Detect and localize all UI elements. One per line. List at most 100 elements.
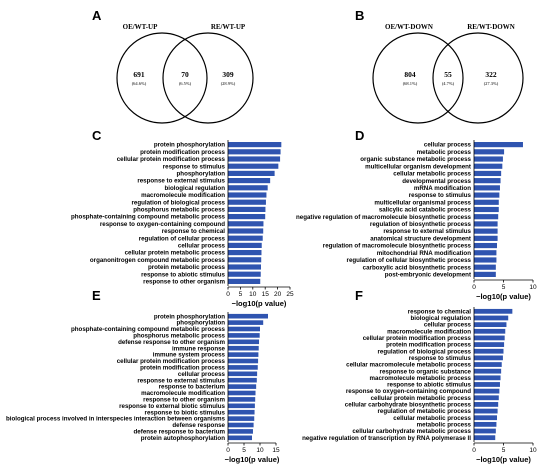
category-label: post-embryonic development [385, 271, 471, 278]
venn-b-overlap-pct: (4.7%) [442, 81, 455, 86]
bar [474, 368, 502, 374]
bar [228, 397, 256, 402]
category-label: immune response [172, 345, 226, 352]
bar [228, 365, 258, 370]
x-tick-label: 10 [256, 447, 264, 454]
category-label: cellular protein metabolic process [125, 250, 226, 257]
category-label: protein modification process [140, 365, 225, 372]
bar [474, 348, 504, 354]
bar [474, 192, 500, 198]
bar [228, 192, 267, 198]
category-label: cellular process [424, 322, 472, 329]
bar [228, 422, 254, 428]
bar [228, 257, 262, 263]
bar [228, 156, 281, 162]
panel-label-e: E [92, 288, 101, 303]
bar [474, 355, 503, 361]
bar [228, 170, 275, 176]
bar [474, 149, 505, 155]
x-tick-label: 10 [529, 447, 537, 454]
category-label: cellular process [178, 371, 226, 378]
venn-b-right-title: RE/WT-DOWN [467, 23, 515, 31]
x-axis-title: −log10(p value) [476, 455, 531, 464]
bar [228, 320, 264, 325]
category-label: cellular protein modification process [363, 335, 472, 342]
category-label: response to other organism [143, 279, 225, 286]
bar [228, 199, 266, 205]
x-tick-label: 10 [529, 284, 537, 291]
bar [228, 142, 282, 148]
bar [474, 428, 496, 434]
bar [474, 185, 500, 191]
x-tick-label: 0 [226, 291, 230, 298]
category-label: protein phosphorylation [154, 313, 225, 320]
category-label: response to external stimulus [137, 377, 225, 384]
category-label: salicylic acid catabolic process [379, 207, 472, 214]
venn-a-right-circle [162, 32, 254, 124]
bar [228, 352, 259, 357]
bar [228, 242, 262, 248]
venn-panel-a: A OE/WT-UP RE/WT-UP 691 (64.6%) 70 (6.5%… [92, 8, 254, 124]
bar [228, 326, 260, 332]
category-label: response to organic substance [380, 368, 472, 375]
category-label: cellular macromolecule metabolic process [346, 362, 471, 369]
category-label: regulation of biological process [377, 348, 471, 355]
bar [474, 271, 496, 277]
category-label: regulation of biological process [131, 199, 225, 206]
bar [228, 333, 260, 338]
category-label: macromolecule modification [141, 390, 225, 397]
venn-panel-b: B OE/WT-DOWN RE/WT-DOWN 804 (68.1%) 55 (… [355, 8, 524, 124]
bar [474, 170, 502, 177]
x-axis-title: −log10(p value) [476, 292, 531, 301]
category-label: response to stimulus [409, 192, 472, 199]
category-label: phosphorus metabolic process [133, 207, 225, 214]
x-tick-label: 5 [502, 284, 506, 291]
bar [474, 335, 505, 341]
category-label: protein metabolic process [148, 264, 226, 271]
bar [474, 382, 500, 387]
category-label: protein modification process [386, 342, 471, 349]
category-label: cellular protein modification process [117, 156, 226, 163]
venn-a-overlap-count: 70 [181, 70, 189, 79]
panel-label-c: C [92, 128, 102, 143]
category-label: response to external stimulus [383, 228, 471, 235]
category-label: protein modification process [140, 149, 225, 156]
bar [474, 415, 498, 421]
venn-b-overlap-count: 55 [444, 70, 452, 79]
category-label: anatomical structure development [370, 235, 471, 242]
bar [228, 271, 261, 277]
bar [474, 142, 523, 148]
venn-b-left-title: OE/WT-DOWN [385, 23, 433, 31]
venn-a-right-count: 309 [222, 70, 234, 79]
venn-a-right-title: RE/WT-UP [211, 23, 246, 31]
category-label: regulation of metabolic process [377, 408, 471, 415]
bar [474, 206, 499, 213]
category-label: response to external biotic stimulus [119, 403, 225, 410]
x-axis-title: −log10(p value) [232, 299, 287, 308]
bar [228, 358, 259, 364]
x-tick-label: 0 [472, 284, 476, 291]
venn-a-left-title: OE/WT-UP [123, 23, 158, 31]
category-label: regulation of biosynthetic process [370, 221, 472, 228]
category-label: phosphate-containing compound metabolic … [71, 326, 226, 333]
category-label: cellular protein metabolic process [371, 395, 472, 402]
bar [474, 214, 499, 220]
category-label: biological process involved in interspec… [6, 416, 226, 423]
panel-label-a: A [92, 8, 102, 23]
bar [474, 264, 496, 270]
venn-b-left-circle [372, 32, 464, 124]
bar [228, 185, 268, 191]
bar [474, 395, 499, 401]
x-tick-label: 15 [272, 447, 280, 454]
bar [228, 371, 258, 377]
bar [474, 308, 513, 314]
bar [474, 402, 499, 407]
category-label: cellular process [424, 142, 472, 149]
x-tick-label: 10 [249, 291, 257, 298]
x-tick-label: 25 [286, 291, 294, 298]
panel-label-b: B [355, 8, 364, 23]
bar [228, 313, 268, 319]
bar [474, 375, 501, 381]
